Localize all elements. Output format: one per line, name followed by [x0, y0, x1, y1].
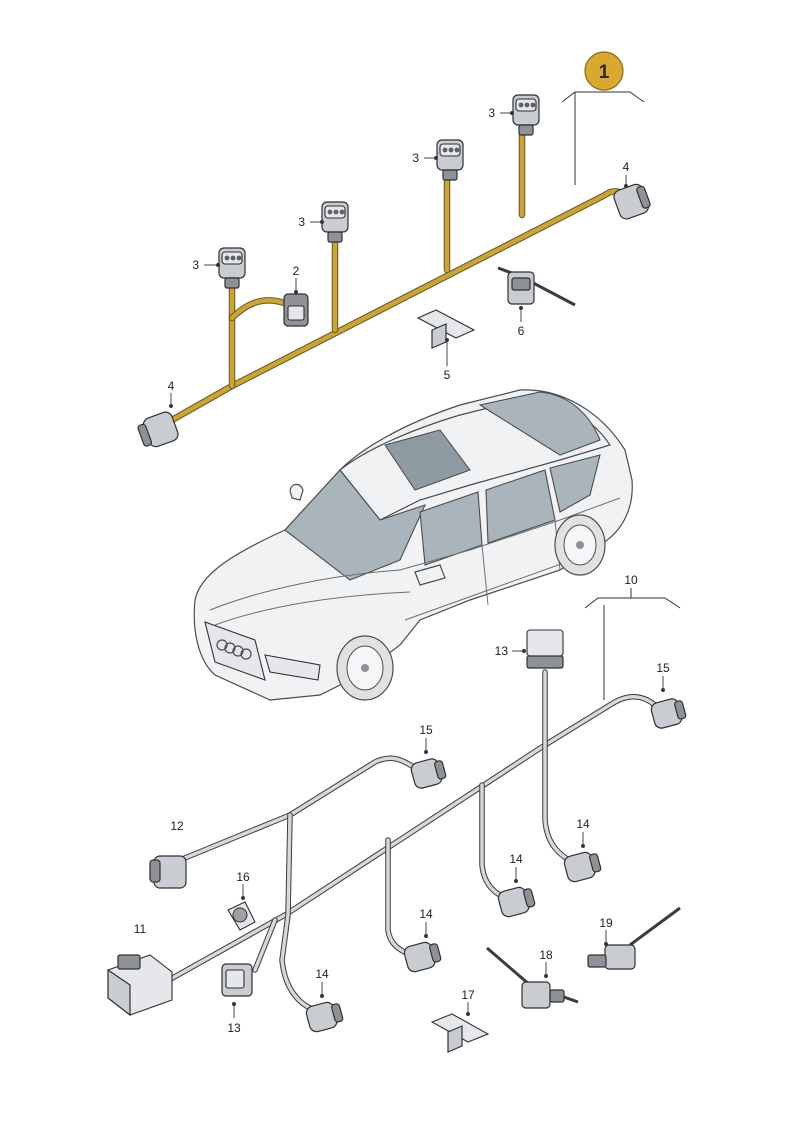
callout-11: 11: [134, 922, 147, 936]
holder-19: [587, 906, 681, 970]
callout-4-b: 4: [168, 379, 175, 393]
connector-15-left: [410, 758, 447, 789]
front-wheel: [336, 635, 394, 701]
connector-3-c: [436, 139, 464, 181]
callout-14-a: 14: [576, 817, 590, 831]
holder-6: [497, 266, 576, 307]
callout-10: 10: [624, 573, 638, 587]
connector-13-lower: [221, 963, 253, 997]
callout-13-a: 13: [495, 644, 509, 658]
connector-3-b: [321, 201, 349, 243]
callout-5: 5: [444, 368, 451, 382]
clip-17: [430, 1013, 490, 1053]
grommet-16: [227, 901, 256, 931]
callout-19: 19: [599, 916, 613, 930]
rear-wheel: [554, 514, 606, 576]
callout-12: 12: [170, 819, 184, 833]
callout-14-c: 14: [419, 907, 433, 921]
callout-6: 6: [518, 324, 525, 338]
connector-12: [149, 855, 187, 889]
part-number-badge: 1: [584, 51, 624, 91]
connector-4-left: [137, 411, 179, 448]
callout-17: 17: [461, 988, 475, 1002]
callout-3-a: 3: [192, 258, 199, 272]
harness-bracket-1: [561, 91, 645, 185]
callout-3-d: 3: [488, 106, 495, 120]
connector-14-d: [305, 1001, 344, 1033]
callout-16: 16: [236, 870, 250, 884]
callout-15-b: 15: [419, 723, 433, 737]
callout-14-d: 14: [315, 967, 329, 981]
connector-14-c: [403, 941, 442, 973]
connector-11: [107, 954, 173, 1017]
audi-rings: [216, 639, 252, 660]
callout-3-c: 3: [412, 151, 419, 165]
badge-text: 1: [599, 62, 610, 83]
callout-15-a: 15: [656, 661, 670, 675]
car-illustration: [193, 389, 633, 701]
harness-bracket-10: [584, 588, 681, 700]
clip-5: [416, 309, 476, 349]
lower-harness: [157, 669, 658, 1013]
connector-14-b: [497, 886, 536, 918]
leader-lines: [169, 111, 665, 1018]
holder-18: [486, 946, 579, 1009]
connector-14-a: [563, 851, 602, 883]
connector-3-a: [218, 247, 246, 289]
callout-4-a: 4: [623, 160, 630, 174]
callout-3-b: 3: [298, 215, 305, 229]
connector-3-d: [512, 94, 540, 136]
connector-2: [283, 293, 309, 327]
connector-13-upper: [526, 629, 564, 669]
connector-15-right: [650, 698, 687, 729]
callout-14-b: 14: [509, 852, 523, 866]
callout-2: 2: [293, 264, 300, 278]
callout-18: 18: [539, 948, 553, 962]
connector-4-right: [613, 183, 651, 220]
callout-13-b: 13: [227, 1021, 241, 1035]
callout-labels: 3 3 3 3 4 4 2 5 6 10 13 15 15 12 14 14 1…: [134, 106, 670, 1035]
